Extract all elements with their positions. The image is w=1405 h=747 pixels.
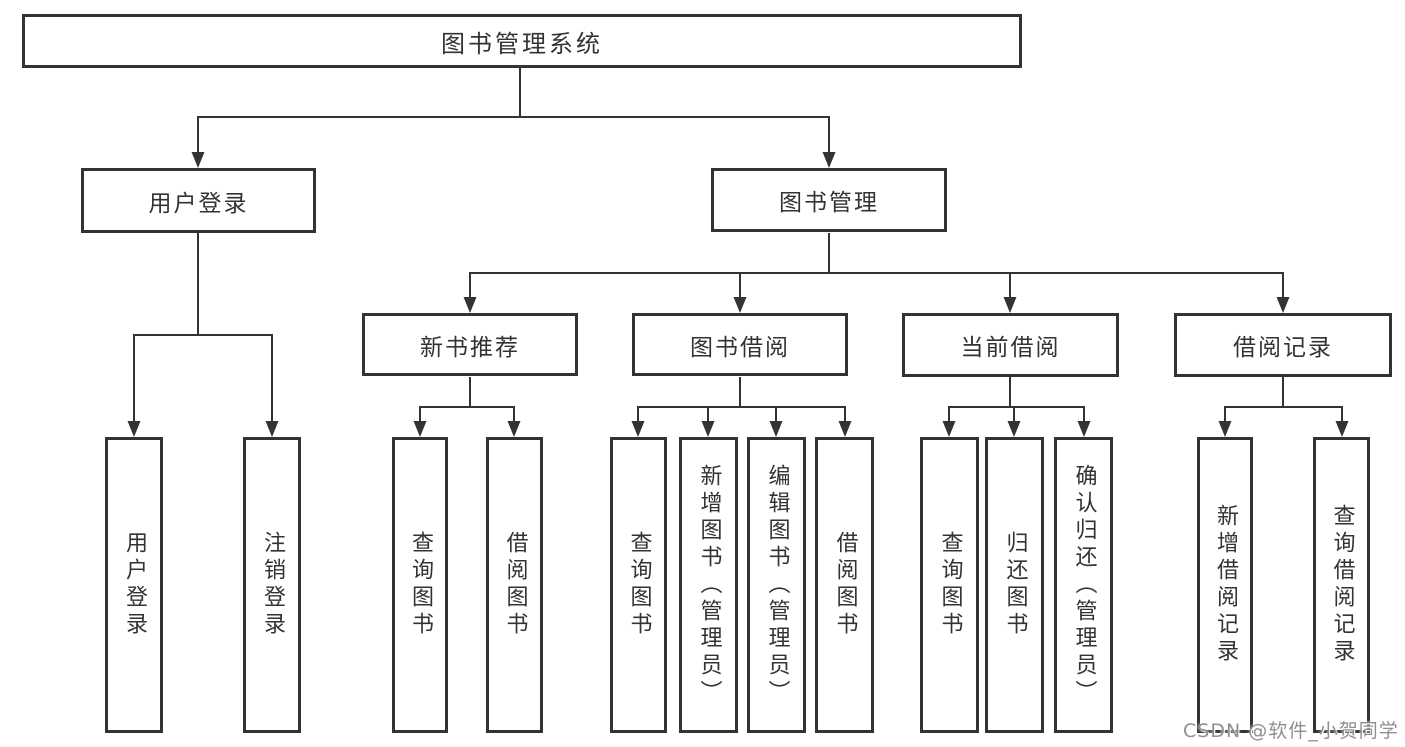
connector-borrow-rail <box>637 406 846 435</box>
leaf-recommend-query-books: 查询图书 <box>392 437 448 733</box>
leaf-borrow-books: 借阅图书 <box>815 437 874 733</box>
node-new-book-recommend: 新书推荐 <box>362 313 578 376</box>
arrowhead-icon <box>1335 421 1349 437</box>
connector-user-login-rail <box>133 334 273 435</box>
arrowhead-icon <box>1007 421 1021 437</box>
arrowhead-icon <box>463 297 477 313</box>
node-user-login: 用户登录 <box>81 168 316 233</box>
connector-level2-rail <box>197 116 830 166</box>
arrowheads <box>127 152 1349 437</box>
leaf-current-query-books: 查询图书 <box>920 437 979 733</box>
leaf-confirm-return-admin: 确认归还（管理员） <box>1054 437 1113 733</box>
leaf-add-borrow-record: 新增借阅记录 <box>1197 437 1253 733</box>
arrowhead-icon <box>507 421 521 437</box>
arrowhead-icon <box>191 152 205 168</box>
arrowhead-icon <box>127 421 141 437</box>
watermark-text: CSDN @软件_小贺同学 <box>1183 720 1399 742</box>
arrowhead-icon <box>769 421 783 437</box>
leaf-user-login: 用户登录 <box>105 437 163 733</box>
arrowhead-icon <box>942 421 956 437</box>
leaf-query-borrow-record: 查询借阅记录 <box>1313 437 1370 733</box>
leaf-edit-books-admin: 编辑图书（管理员） <box>747 437 806 733</box>
node-book-management: 图书管理 <box>711 168 947 232</box>
arrowhead-icon <box>1003 297 1017 313</box>
arrowhead-icon <box>1077 421 1091 437</box>
arrowhead-icon <box>265 421 279 437</box>
leaf-borrow-query-books: 查询图书 <box>610 437 667 733</box>
node-borrow-records: 借阅记录 <box>1174 313 1392 377</box>
leaf-recommend-borrow-books: 借阅图书 <box>486 437 543 733</box>
connector-recommend-rail <box>419 406 515 435</box>
node-current-borrow: 当前借阅 <box>902 313 1119 377</box>
arrowhead-icon <box>413 421 427 437</box>
arrowhead-icon <box>1276 297 1290 313</box>
leaf-add-books-admin: 新增图书（管理员） <box>679 437 738 733</box>
arrowhead-icon <box>631 421 645 437</box>
node-book-borrow: 图书借阅 <box>632 313 848 376</box>
arrowhead-icon <box>701 421 715 437</box>
arrowhead-icon <box>1218 421 1232 437</box>
arrowhead-icon <box>733 297 747 313</box>
connector-level3-rail <box>469 272 1284 311</box>
connector-records-rail <box>1224 406 1343 435</box>
leaf-logout: 注销登录 <box>243 437 301 733</box>
leaf-return-books: 归还图书 <box>985 437 1044 733</box>
arrowhead-icon <box>838 421 852 437</box>
node-root-system: 图书管理系统 <box>22 14 1022 68</box>
arrowhead-icon <box>822 152 836 168</box>
